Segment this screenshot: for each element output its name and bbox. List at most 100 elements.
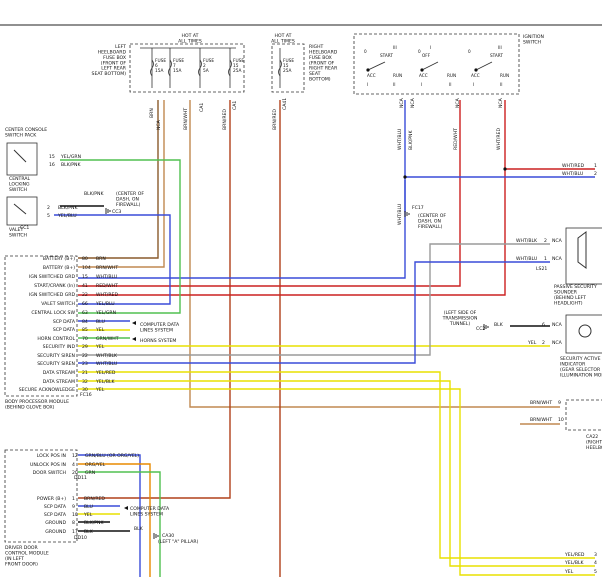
bp-row-0-pin: 80 [82,256,88,262]
door-row2-2-name: SCP DATA [44,512,67,518]
bp-row-9-pin: 70 [82,336,88,342]
ignition-pos-19: I [473,82,474,87]
bp-row-12-pin: 23 [82,361,88,367]
ca22-pin-1: 10 [558,417,564,423]
vlabel-ca41: CA41 [282,98,288,110]
bp-row-1-wire: BRN/WHT [96,265,118,271]
bp-row-0-wire: BRN [96,256,106,262]
door-row2-3-wire: BLK/PNK [84,520,104,526]
ignition-pos-3: ACC [367,73,376,78]
ignition-pos-10: ACC [419,73,428,78]
splice-whtblu [403,175,407,179]
bp-row-11-wire: WHT/BLK [96,353,118,359]
indicator-ground-symbol [483,324,489,330]
indicator-wire-0: BLK [494,322,504,328]
bp-row-2-pin: 15 [82,274,88,280]
ignition-pos-6: II [393,82,395,87]
bp-row-14-wire: YEL/BLK [95,379,116,385]
bp-row-3-wire: RED/WHT [96,283,118,289]
wires-layer [54,100,595,577]
door-row1-0-pin: 12 [72,453,78,459]
indicator-box [565,314,602,354]
dd11-label: DD11 [74,475,87,481]
cc-wire-blkpnk-2: BLK/PNK [58,205,78,211]
wire-whtblu-siren [78,261,550,364]
wire-whtblu-bp [78,100,406,279]
vlabel-ign-0: WHT/BLU [397,129,403,150]
bp-row-2-name: IGN SWITCHED GRD [29,274,75,280]
wire-orgyel-unlock [78,463,151,577]
bp-row-14-pin: 32 [82,379,88,385]
bp-row-11-pin: 22 [82,353,88,359]
door-row2-2-wire: YEL [83,512,93,518]
cc-wire-yelblu: YEL/BLU [57,213,77,219]
bp-row-12-name: SECURITY SIREN [37,361,75,367]
sounder-box [565,227,602,285]
door-row1-2-pin: 20 [72,470,78,476]
bp-row-5-name: VALET SWITCH [41,301,75,307]
bp-row-13-wire: YEL/RED [95,370,116,376]
bp-row-2-wire: WHT/BLU [96,274,117,280]
indicator-pin-0: 6 [542,322,545,328]
bp-row-0-name: BATTERY (B+) [43,256,75,262]
ca30-pin: CA30 [162,533,174,539]
indicator-wire-1: YEL [527,340,537,346]
right-fuse-box [271,43,305,93]
ca22-wire-0: BRN/WHT [530,400,552,406]
door-row1-0-name: LOCK POS IN [37,453,66,459]
ignition-pos-0: 0 [364,49,367,54]
door-row2-4-pin: 17 [72,529,78,535]
valet-switch-contact [13,203,27,215]
door-row1-2-name: DOOR SWITCH [33,470,66,476]
wire-yelblu [54,214,171,305]
door-module-box [4,449,78,543]
ignition-contact-2 [475,61,493,71]
door-row2-0-pin: 1 [72,496,75,502]
bottom-right-pin-0: 3 [594,552,597,558]
bp-horn-arrow [132,337,136,341]
cc-ground-wire: BLK/PNK [84,191,104,197]
components-layer [4,33,602,543]
bp-row-5-wire: YEL/BLU [95,301,115,307]
bp-row-6-name: CENTRAL LOCK SW [31,310,75,316]
ignition-pos-18: RUN [500,73,509,78]
bp-row-12-wire: WHT/BLU [96,361,117,367]
door-ground-wire: BLK [134,526,144,532]
door-row2-3-pin: 8 [72,520,75,526]
door-row1-1-pin: 4 [72,462,75,468]
cc-pin-16: 16 [49,162,55,168]
fuse-7-symbol [168,59,172,77]
door-row1-1-name: UNLOCK POS IN [30,462,66,468]
bp-row-4-wire: WHT/RED [96,292,118,298]
fuse-2-symbol [198,59,202,77]
ignition-pos-1: III [393,45,397,50]
door-row2-0-name: POWER (B+) [37,496,66,502]
door-row2-3-name: GROUND [45,520,66,526]
fc17-ground-symbol [404,211,410,217]
door-row1-0-wire: GRN/BLU (OR ORG/YEL) [85,453,139,459]
indicator-led-icon [578,324,592,338]
ignition-pos-20: II [500,82,502,87]
indicator-code-0: NCA [552,322,563,328]
wire-grn-door [78,471,161,577]
splice-whtred [503,167,507,171]
door-row2-2-pin: 10 [72,512,78,518]
vlabel-ign-pin-3: NCA [498,97,504,108]
door-row2-0-wire: BRN/RED [84,496,105,502]
door-row1-2-wire: GRN [85,470,95,476]
bottom-right-wire-0: YEL/RED [564,552,585,558]
bp-row-11-name: SECURITY SIREN [37,353,75,359]
ignition-pos-13: II [449,82,451,87]
bp-row-13-pin: 21 [82,370,88,376]
door-row2-4-wire: BLK [84,529,94,535]
